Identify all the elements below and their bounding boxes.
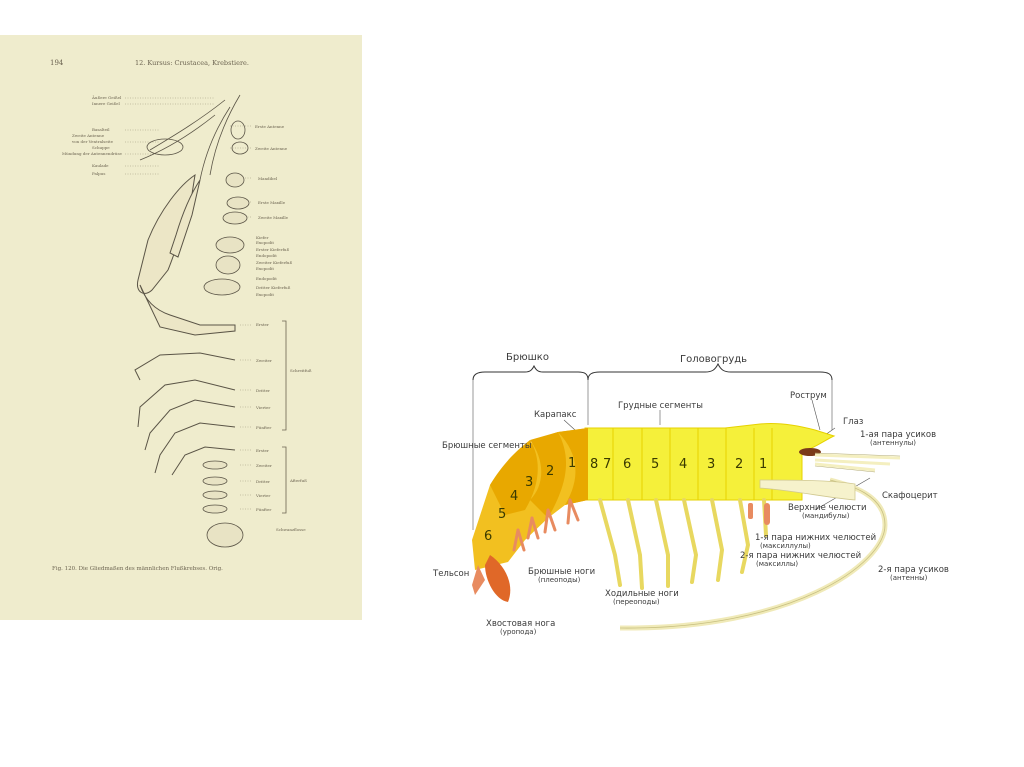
- label-antenna-sub: (антенны): [890, 574, 928, 582]
- header-abdomen: Брюшко: [506, 352, 549, 363]
- thoracic-number: 8: [590, 457, 598, 472]
- plate-label: Zweiter: [256, 358, 272, 363]
- plate-bracket-label: Afterfuß: [289, 478, 307, 483]
- label-pleopods-sub: (плеоподы): [538, 576, 581, 584]
- abdominal-number: 5: [498, 507, 506, 522]
- label-scaphocerite: Скафоцерит: [882, 491, 938, 501]
- thoracic-number: 3: [707, 457, 715, 472]
- plate-label: Zweiter: [256, 463, 272, 468]
- plate-label: Endopodit: [256, 253, 277, 258]
- plate-label: Exopodit: [256, 292, 274, 297]
- plate-label: Mandibel: [258, 176, 278, 181]
- plate-label: Vierter: [255, 493, 270, 498]
- mouthparts: [748, 503, 770, 525]
- plate-label: Schuppe: [92, 145, 110, 150]
- label-eye: Глаз: [843, 417, 864, 427]
- walking-legs: [600, 500, 766, 588]
- label-maxilla-sub: (максиллы): [756, 560, 798, 568]
- label-uropod-sub: (уропода): [500, 628, 537, 636]
- plate-label: Erster: [256, 322, 269, 327]
- abdominal-number: 3: [525, 475, 533, 490]
- abdominal-number: 1: [568, 456, 576, 471]
- abdominal-number: 4: [510, 489, 518, 504]
- label-telson: Тельсон: [432, 569, 469, 579]
- plate-label: Mündung der Antennendrüse: [62, 151, 123, 156]
- thoracic-number: 4: [679, 457, 687, 472]
- label-pereiopods-sub: (переоподы): [613, 598, 660, 606]
- header-cephalothorax: Головогрудь: [680, 354, 747, 365]
- plate-label: Kaulade: [92, 163, 109, 168]
- label-rostrum: Рострум: [790, 391, 827, 401]
- thoracic-number: 2: [735, 457, 743, 472]
- plate-label: Erste Maxille: [258, 200, 286, 205]
- label-carapace: Карапакс: [534, 410, 577, 420]
- thoracic-number: 7: [603, 457, 611, 472]
- abdominal-number: 6: [484, 529, 492, 544]
- plate-label: Zweiter Kieferfuß: [256, 260, 292, 265]
- plate-page-number: 194: [50, 59, 64, 67]
- plate-label: Exopodit: [256, 240, 274, 245]
- plate-label: Erster Kieferfuß: [256, 247, 289, 252]
- plate-label: Zweite Maxille: [258, 215, 289, 220]
- plate-label: von der Ventralseite: [71, 139, 114, 144]
- thoracic-number: 1: [759, 457, 767, 472]
- telson: [472, 565, 485, 595]
- antennules: [815, 455, 900, 470]
- label-mandible-sub: (мандибулы): [802, 512, 850, 520]
- plate-label: Dritter: [256, 388, 270, 393]
- plate-label: Zweite Antenne: [72, 133, 105, 138]
- plate-label: Erste Antenne: [255, 124, 285, 129]
- plate-label: Erster: [256, 448, 269, 453]
- plate-label: Exopodit: [256, 266, 274, 271]
- plate-label: Dritter: [256, 479, 270, 484]
- abdominal-number: 2: [546, 464, 554, 479]
- plate-running-head: 12. Kursus: Crustacea, Krebstiere.: [135, 59, 249, 67]
- thoracic-number: 5: [651, 457, 659, 472]
- plate-label: Vierter: [255, 405, 270, 410]
- plate-label: Endopodit: [256, 276, 277, 281]
- plate-bracket-label: Schreitfuß: [290, 368, 312, 373]
- plate-label: Dritter Kieferfuß: [256, 285, 291, 290]
- shrimp-anatomy-diagram: Брюшко Головогрудь: [430, 340, 990, 650]
- header-braces: [473, 364, 832, 380]
- thoracic-number: 6: [623, 457, 631, 472]
- plate-label: Schwanzflosse: [276, 527, 306, 532]
- plate-label: Basalteil: [92, 127, 110, 132]
- plate-label: Zweite Antenne: [255, 146, 288, 151]
- plate-label: Äußere Geißel: [91, 95, 122, 100]
- label-abdominal-segments: Брюшные сегменты: [442, 441, 532, 451]
- label-thoracic-segments: Грудные сегменты: [618, 401, 703, 411]
- plate-label: Palpus: [92, 171, 105, 176]
- plate-label: Innere Geißel: [92, 101, 121, 106]
- crayfish-appendages-plate: 194 12. Kursus: Crustacea, Krebstiere. Ä…: [0, 35, 362, 620]
- label-maxillule-sub: (максиллулы): [760, 542, 811, 550]
- plate-label: Fünfter: [256, 425, 271, 430]
- label-antennule-sub: (антеннулы): [870, 439, 916, 447]
- plate-caption: Fig. 120. Die Gliedmaßen des männlichen …: [52, 566, 223, 572]
- plate-label: Fünfter: [256, 507, 271, 512]
